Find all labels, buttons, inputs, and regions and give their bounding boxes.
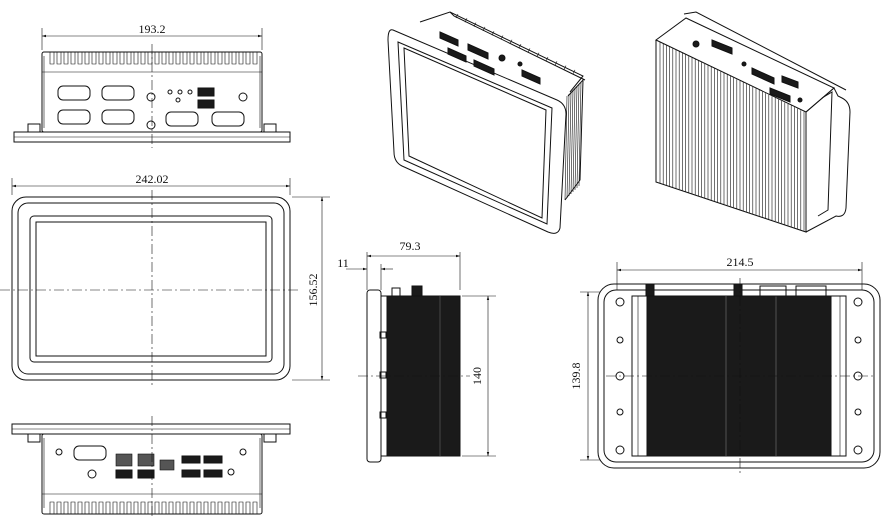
dim-top-width: 193.2	[139, 22, 166, 36]
isometric-back-view	[655, 11, 851, 233]
bottom-view	[11, 416, 291, 516]
side-view: 79.3 11 140	[337, 239, 496, 463]
isometric-front-view	[387, 11, 586, 234]
iso-top-ports	[439, 31, 541, 85]
vga-port	[73, 445, 107, 461]
dim-front-width: 242.02	[136, 172, 169, 186]
iso-back-ports	[692, 39, 803, 103]
front-view: 242.02 156.52	[0, 172, 330, 388]
top-view: 193.2	[13, 22, 291, 148]
dim-front-height: 156.52	[306, 274, 320, 307]
top-fins	[43, 52, 261, 128]
dim-side-height: 140	[470, 367, 484, 385]
io-ports	[115, 453, 223, 479]
back-view: 214.5 139.8	[569, 255, 881, 474]
bottom-fins	[43, 438, 261, 514]
iso-fins-2	[659, 42, 805, 231]
dim-side-depth: 79.3	[400, 239, 421, 253]
iso-fins-1	[455, 13, 582, 201]
dim-back-height: 139.8	[569, 363, 583, 390]
serial-ports	[57, 85, 245, 127]
dim-back-width: 214.5	[727, 255, 754, 269]
dim-side-bezel: 11	[337, 256, 349, 270]
